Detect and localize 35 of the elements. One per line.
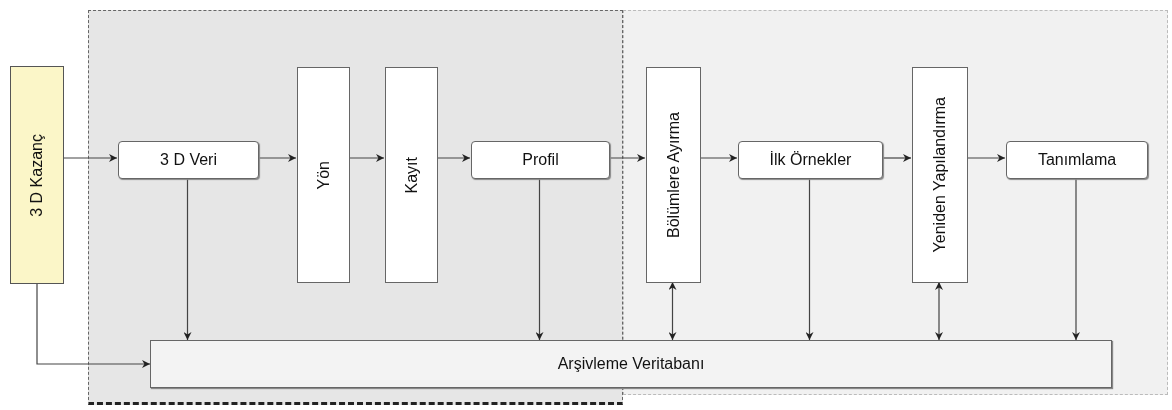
node-label: Bölümlere Ayırma (664, 112, 683, 238)
node-label: Kayıt (402, 156, 421, 194)
process-box (1006, 141, 1148, 179)
node-label: İlk Örnekler (769, 151, 852, 169)
process-box (385, 67, 438, 283)
arrow (436, 154, 471, 162)
arrow (257, 154, 297, 162)
node-label: Tanımlama (1037, 151, 1117, 169)
node-label: Yeniden Yapılandırma (931, 97, 949, 253)
node-label: 3 D Kazanç (28, 133, 46, 217)
process-box (912, 67, 968, 283)
node-label: 3 D Veri (160, 151, 217, 169)
arrow (699, 154, 738, 162)
arrow (1072, 177, 1080, 341)
arrow (36, 283, 151, 368)
process-box (471, 141, 610, 179)
process-box (646, 67, 701, 283)
process-box (118, 141, 259, 179)
arrow (63, 154, 118, 162)
node-label: Yön (314, 160, 333, 190)
node-label: Arşivleme Veritabanı (557, 355, 705, 373)
arrow (183, 177, 192, 341)
arrow (881, 154, 912, 162)
database-box (150, 340, 1112, 388)
arrow (668, 281, 677, 341)
arrow (608, 154, 646, 162)
arrow (966, 154, 1006, 162)
input-box (10, 66, 64, 284)
process-box (297, 67, 350, 283)
arrow (348, 154, 385, 162)
node-label: Profil (522, 151, 559, 169)
arrow (805, 177, 814, 341)
arrow (935, 281, 943, 341)
process-box (738, 141, 883, 179)
arrow (535, 177, 544, 341)
